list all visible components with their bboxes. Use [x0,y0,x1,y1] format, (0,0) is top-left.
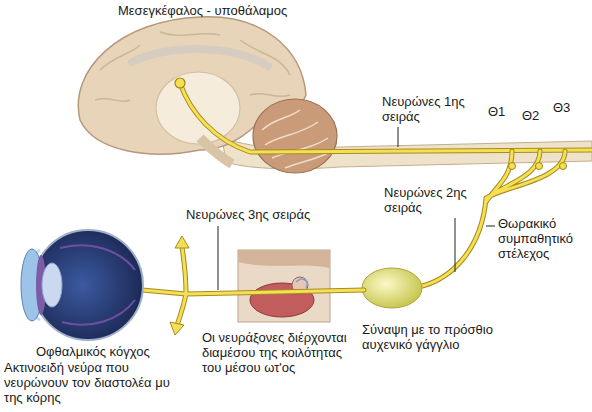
structure-label: Ακτινοειδή νεύρα που νευρώνουν τον διαστ… [4,360,172,405]
arrow-head [175,236,189,248]
structure-label: Θωρακικό συμπαθητικό στέλεχος [498,216,588,261]
structure-label: Νευρώνες 3ης σειράς [186,207,310,222]
superior-cervical-ganglion [362,268,422,308]
structure-label: Οι νευράξονες διέρχονται διαμέσου της κο… [202,330,354,375]
root-dots [509,163,567,170]
eyeball [21,230,143,340]
structure-label: Νευρώνες 2ης σειράς [384,185,479,215]
structure-label: Μεσεγκέφαλος - υποθάλαμος [118,3,287,18]
structure-label: Θ1 [488,104,505,119]
structure-label: Νευρώνες 1ης σειράς [382,94,477,124]
nucleus-dot [175,78,185,88]
cerebellum [253,99,337,173]
first-order-neuron [180,83,592,152]
structure-label: Οφθαλμικός κόγχος [36,344,150,359]
structure-label: Σύναψη με το πρόσθιο αυχενικό γάγγλιο [362,322,502,352]
structure-label: Θ2 [522,108,539,123]
arrow-head [170,322,184,335]
third-order-neurons [142,246,364,326]
structure-label: Θ3 [553,100,570,115]
middle-ear-inset [238,250,330,322]
